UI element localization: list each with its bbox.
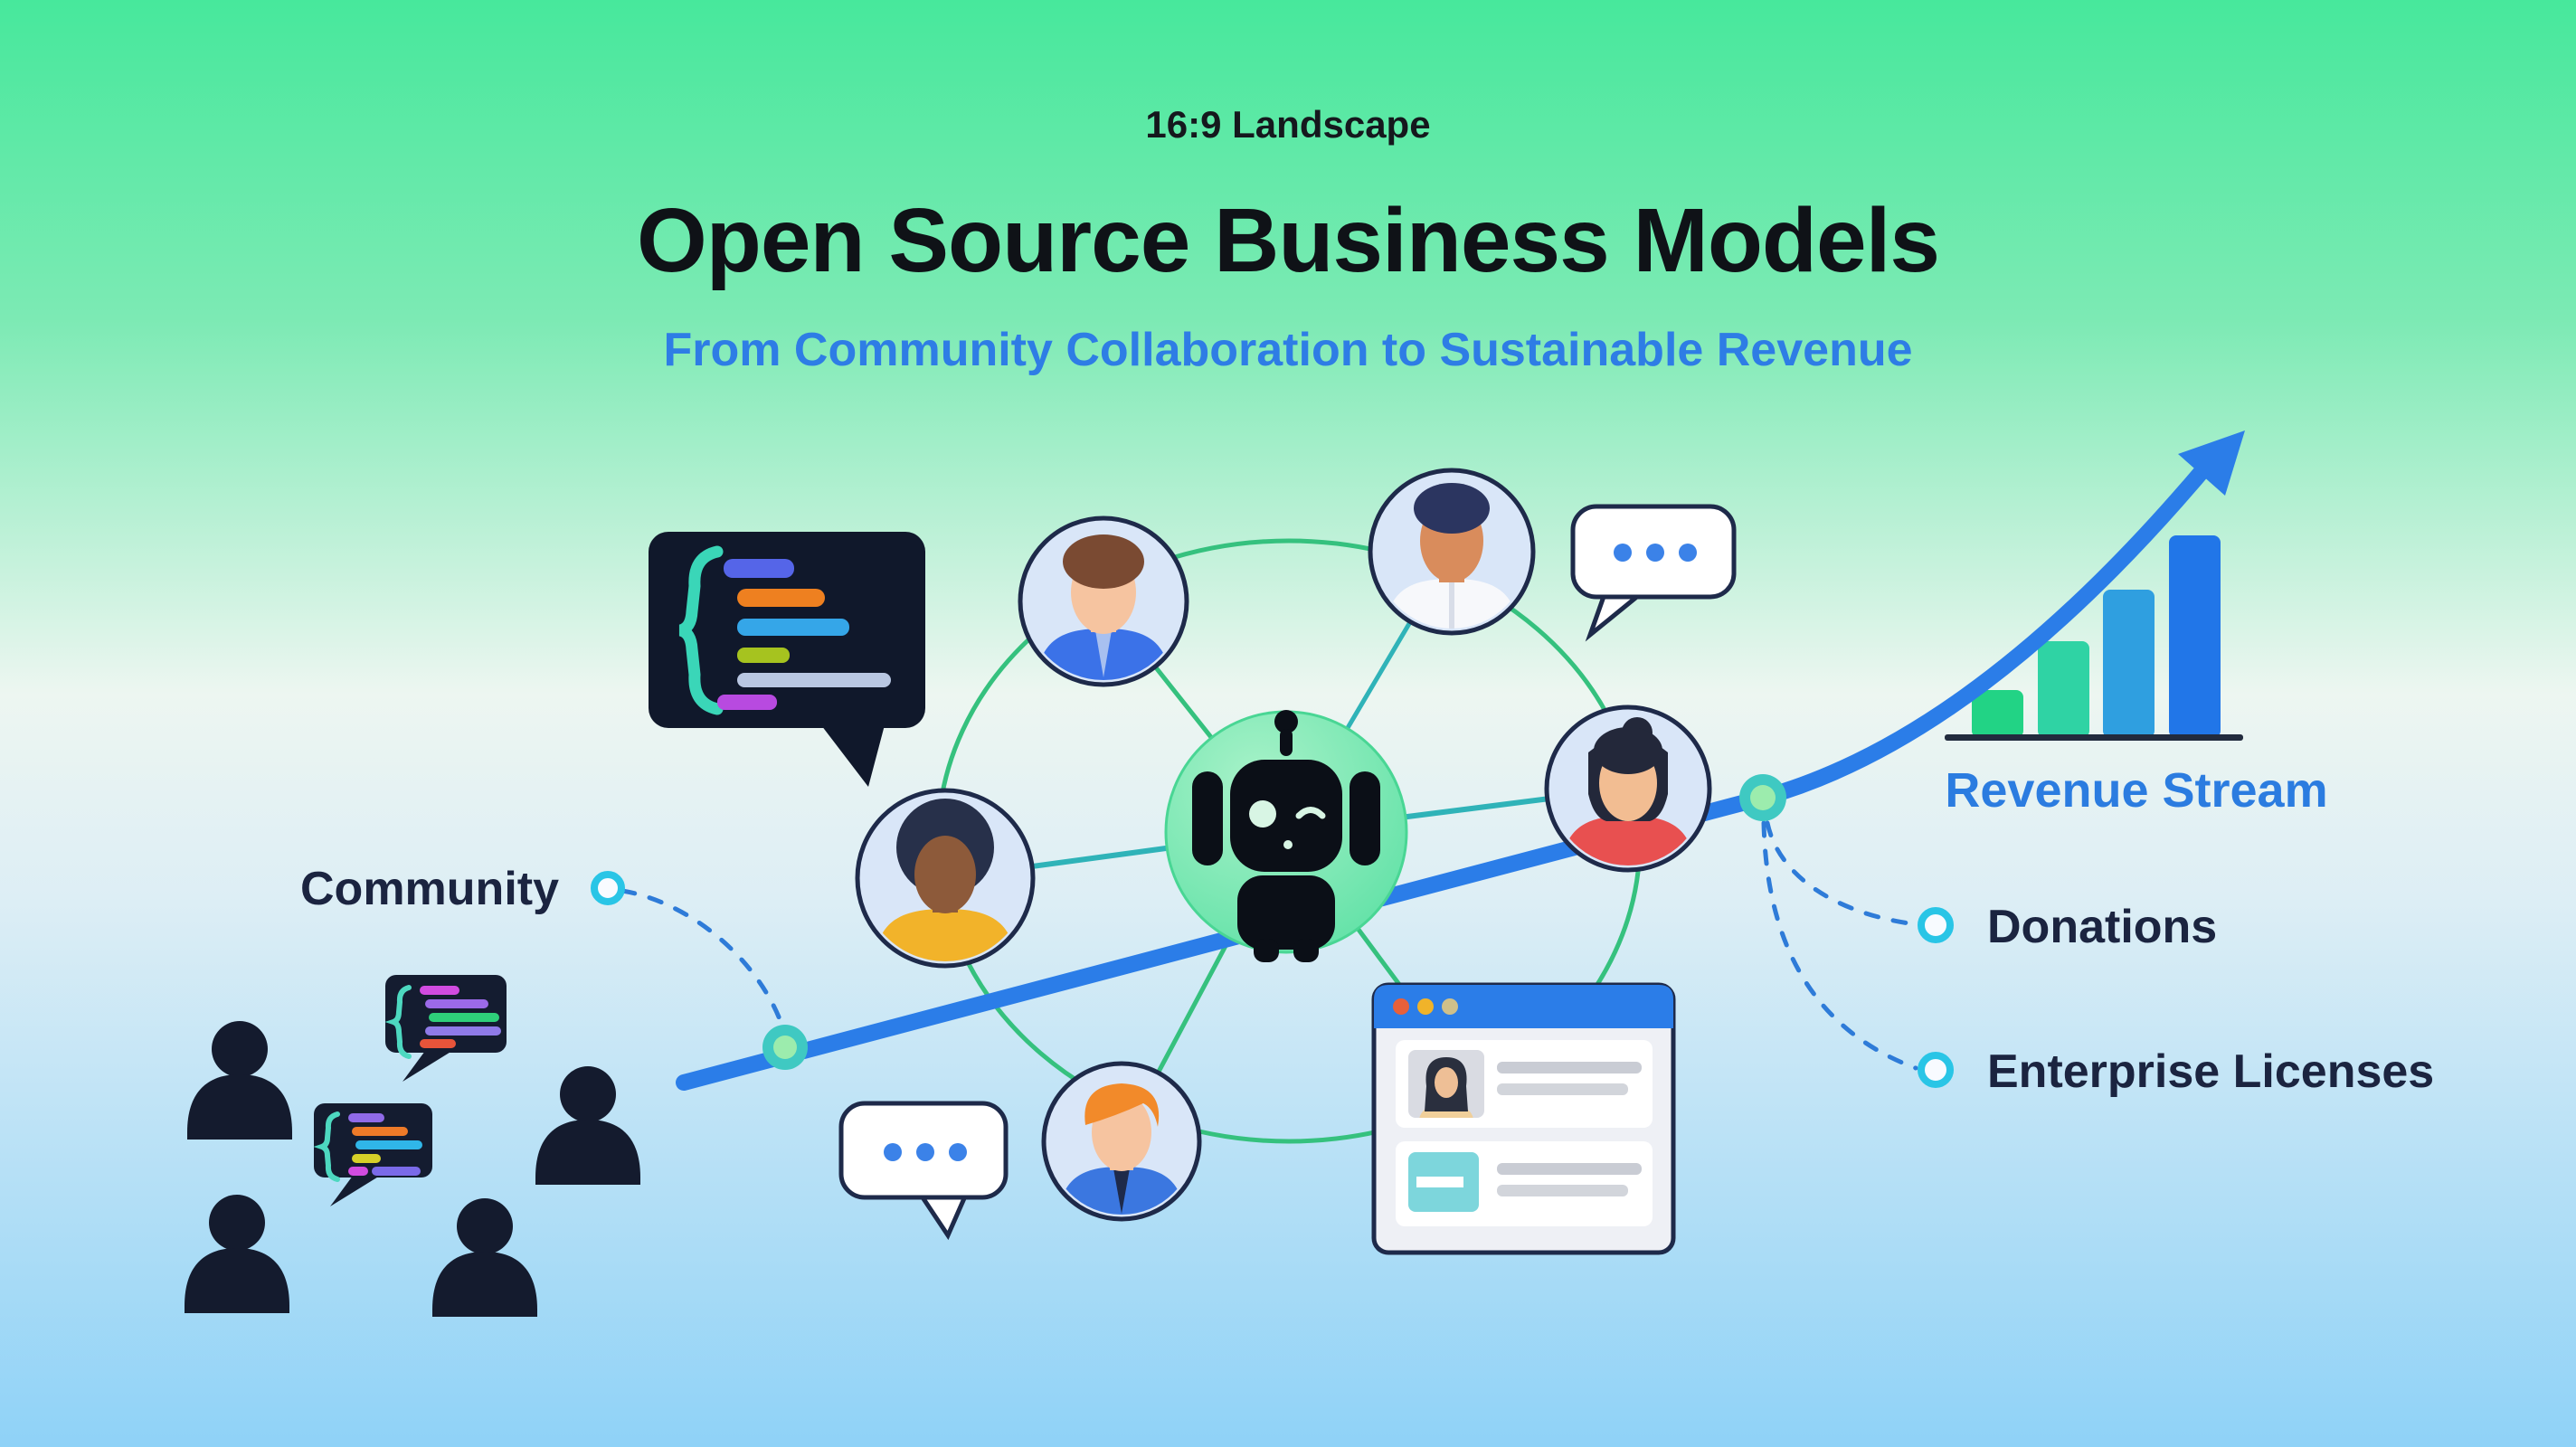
community-ring-icon: [591, 871, 625, 905]
line-nodes: [762, 774, 1786, 1070]
avatar-woman-red-shirt: [1544, 705, 1712, 873]
text-line: [1497, 1062, 1642, 1073]
arrow-head-icon: [2178, 430, 2245, 496]
callout-connectors: [620, 820, 1918, 1071]
callouts: Community Donations Enterprise Licenses: [300, 863, 2434, 1098]
revenue-stream-label: Revenue Stream: [1945, 763, 2327, 818]
window-dot-beige: [1442, 998, 1458, 1015]
code-bubble-icon: [313, 1103, 432, 1206]
brace-glyph: [313, 1111, 340, 1182]
community-cluster: [185, 975, 640, 1317]
bar-series: [1972, 535, 2221, 738]
page-subtitle: From Community Collaboration to Sustaina…: [663, 324, 1912, 376]
enterprise-connector: [1761, 820, 1918, 1071]
text-line: [1497, 1163, 1642, 1175]
header: 16:9 Landscape Open Source Business Mode…: [637, 103, 1940, 376]
avatar-man-brown-hair: [1018, 515, 1189, 687]
enterprise-licenses-label: Enterprise Licenses: [1987, 1045, 2434, 1098]
revenue-bar-chart: Revenue Stream: [1945, 535, 2328, 818]
typing-dot: [884, 1143, 902, 1161]
typing-dot: [949, 1143, 967, 1161]
community-label: Community: [300, 863, 559, 915]
person-icon: [185, 1195, 289, 1313]
typing-dot: [1646, 544, 1664, 562]
robot-icon: [1192, 710, 1380, 962]
typing-dot: [1614, 544, 1632, 562]
format-label: 16:9 Landscape: [1145, 103, 1430, 146]
chat-bubble-icon: [1570, 504, 1737, 642]
community-connector: [620, 888, 784, 1026]
typing-dot: [1679, 544, 1697, 562]
window-titlebar: [1374, 985, 1673, 1028]
text-line: [1497, 1083, 1628, 1095]
donations-label: Donations: [1987, 901, 2217, 953]
donations-ring-icon: [1918, 907, 1954, 943]
bar-1: [1972, 690, 2023, 738]
code-editor-bubble-icon: [649, 532, 925, 787]
page-title: Open Source Business Models: [637, 190, 1939, 291]
brace-glyph: [384, 985, 412, 1059]
code-bubble-icon: [384, 975, 507, 1082]
window-dot-yellow: [1417, 998, 1434, 1015]
revenue-line-path: [676, 449, 2222, 1091]
robot-eye: [1249, 800, 1276, 828]
avatar-man-white-shirt: [1368, 468, 1536, 636]
person-icon: [432, 1198, 537, 1317]
robot-mouth: [1283, 840, 1293, 849]
chat-bubble-icon: [838, 1101, 1009, 1241]
bar-4: [2169, 535, 2221, 738]
typing-dot: [916, 1143, 934, 1161]
donations-connector: [1765, 820, 1918, 927]
window-dot-red: [1393, 998, 1409, 1015]
avatar-man-orange-hair: [1041, 1061, 1202, 1222]
chart-baseline: [1945, 734, 2243, 741]
browser-window: [1371, 982, 1676, 1255]
bar-2: [2038, 641, 2089, 738]
bar-3: [2103, 590, 2155, 738]
robot-hub: [1164, 710, 1408, 962]
brace-glyph: [678, 545, 724, 715]
person-icon: [535, 1066, 640, 1185]
revenue-line: [676, 430, 2245, 1091]
enterprise-ring-icon: [1918, 1052, 1954, 1088]
robot-wink-eye: [1295, 807, 1326, 819]
text-line: [1497, 1185, 1628, 1196]
avatar-person-yellow-shirt: [855, 788, 1036, 969]
person-icon: [187, 1021, 292, 1140]
